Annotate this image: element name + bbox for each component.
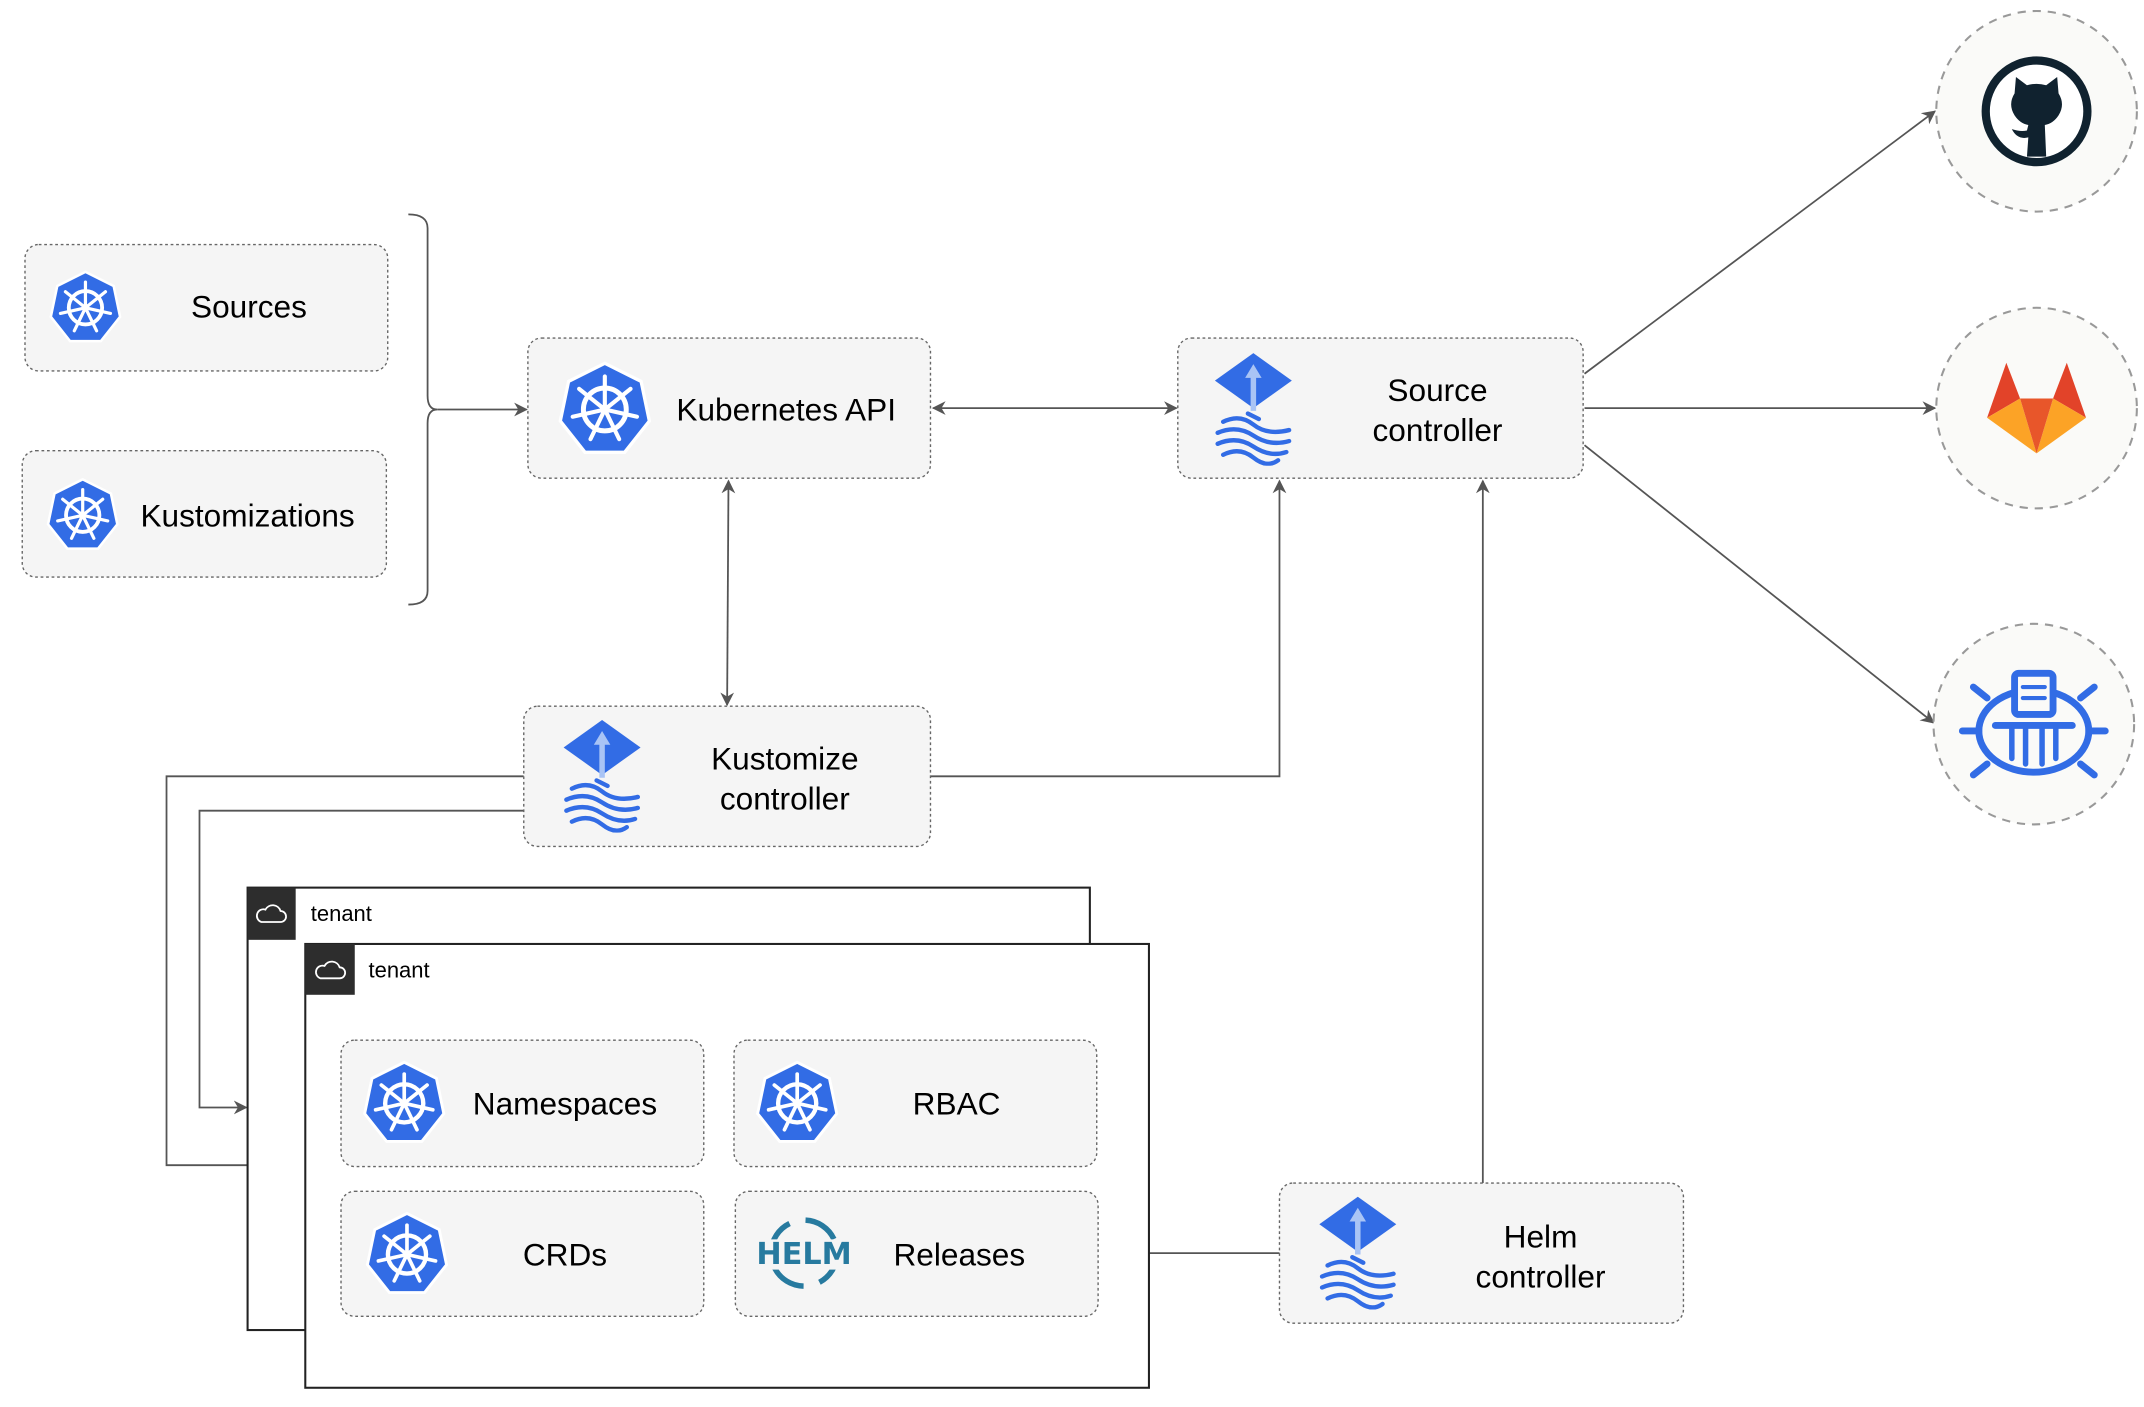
helm-icon: HELM [756,1217,852,1289]
rbac-label: RBAC [913,1085,1001,1121]
helm-controller-label: Helm [1504,1219,1578,1255]
bucket-icon [1958,669,2109,779]
connectors [165,110,1937,1260]
kustomize-controller-label: controller [720,780,850,816]
github-icon [1981,56,2092,167]
kubernetes-api-label: Kubernetes API [676,391,896,427]
source-controller-label: Source [1387,372,1487,408]
kustomizations-label: Kustomizations [140,497,354,533]
crds-label: CRDs [523,1236,607,1272]
kubernetes-api-node[interactable]: Kubernetes API [527,337,932,479]
sources-label: Sources [191,288,307,324]
bucket-node[interactable] [1932,622,2136,826]
github-node[interactable] [1935,9,2138,213]
namespaces-label: Namespaces [473,1085,657,1121]
releases-node[interactable]: HELM Releases [734,1190,1099,1318]
tenant-label: tenant [311,901,372,926]
kustomizations-node[interactable]: Kustomizations [21,449,388,578]
source-controller-label: controller [1373,412,1503,448]
kustomize-controller-node[interactable]: Kustomize controller [523,705,932,848]
gitlab-icon [1987,362,2087,454]
cloud-icon [315,960,346,980]
source-controller-node[interactable]: Source controller [1177,337,1584,479]
rbac-node[interactable]: RBAC [733,1039,1098,1168]
helm-logo-text: HELM [756,1237,851,1272]
kustomize-controller-label: Kustomize [711,740,858,776]
crds-node[interactable]: CRDs [340,1190,705,1318]
helm-controller-node[interactable]: Helm controller [1278,1182,1685,1324]
releases-label: Releases [893,1236,1025,1272]
tenant-label: tenant [369,958,430,983]
helm-controller-label: controller [1476,1258,1606,1294]
group-brace [408,213,438,606]
gitlab-node[interactable] [1935,306,2138,510]
namespaces-node[interactable]: Namespaces [340,1039,705,1168]
sources-node[interactable]: Sources [24,243,389,372]
cloud-icon [255,904,287,923]
